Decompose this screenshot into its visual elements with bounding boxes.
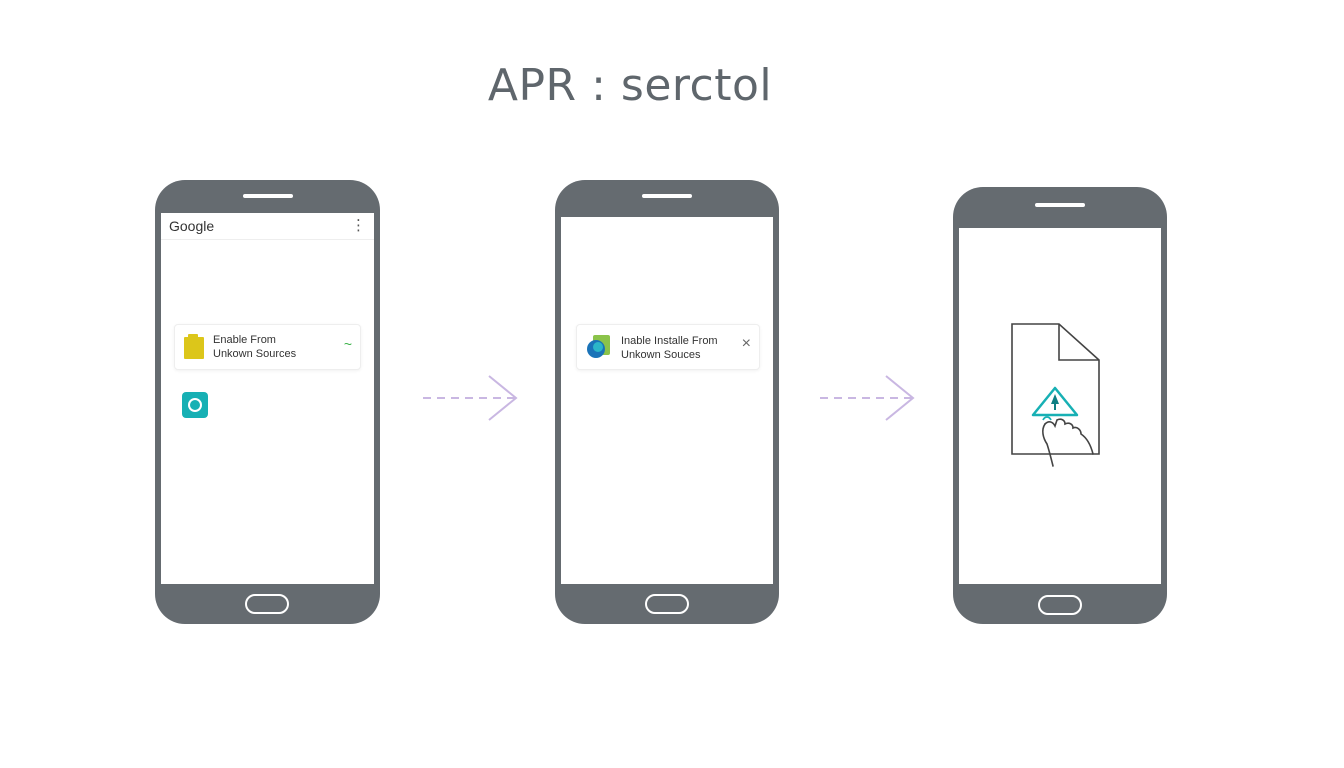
phone-speaker bbox=[1035, 203, 1085, 207]
card-label: Enable From Unkown Sources bbox=[213, 334, 297, 360]
home-button[interactable] bbox=[245, 594, 289, 614]
play-store-icon bbox=[587, 335, 610, 358]
unknown-sources-card[interactable]: Enable From Unkown Sources ~ bbox=[174, 324, 361, 370]
browser-header: Google ⋮ bbox=[161, 213, 374, 240]
phone-speaker bbox=[243, 194, 293, 198]
flow-arrow-1 bbox=[423, 375, 518, 421]
app-ring-icon[interactable] bbox=[182, 392, 208, 418]
page-title: APR : serctol bbox=[487, 60, 773, 111]
phone-2-screen: Inable Installe From Unkown Souces × bbox=[561, 217, 773, 584]
close-icon[interactable]: × bbox=[741, 335, 751, 352]
phone-1-screen: Google ⋮ Enable From Unkown Sources ~ bbox=[161, 213, 374, 584]
home-button[interactable] bbox=[645, 594, 689, 614]
folder-icon bbox=[184, 334, 204, 359]
browser-title: Google bbox=[169, 218, 215, 234]
phone-2: Inable Installe From Unkown Souces × bbox=[555, 180, 779, 624]
phone-speaker bbox=[642, 194, 692, 198]
home-button[interactable] bbox=[1038, 595, 1082, 615]
card-label: Inable Installe From Unkown Souces bbox=[621, 335, 718, 361]
warning-document-tap-icon bbox=[1011, 323, 1100, 467]
install-unknown-card[interactable]: Inable Installe From Unkown Souces × bbox=[576, 324, 760, 370]
enable-toggle-icon[interactable]: ~ bbox=[343, 336, 352, 352]
flow-arrow-2 bbox=[820, 375, 915, 421]
phone-3-screen bbox=[959, 228, 1161, 584]
overflow-menu-icon[interactable]: ⋮ bbox=[351, 217, 366, 234]
phone-3 bbox=[953, 187, 1167, 624]
phone-1: Google ⋮ Enable From Unkown Sources ~ bbox=[155, 180, 380, 624]
